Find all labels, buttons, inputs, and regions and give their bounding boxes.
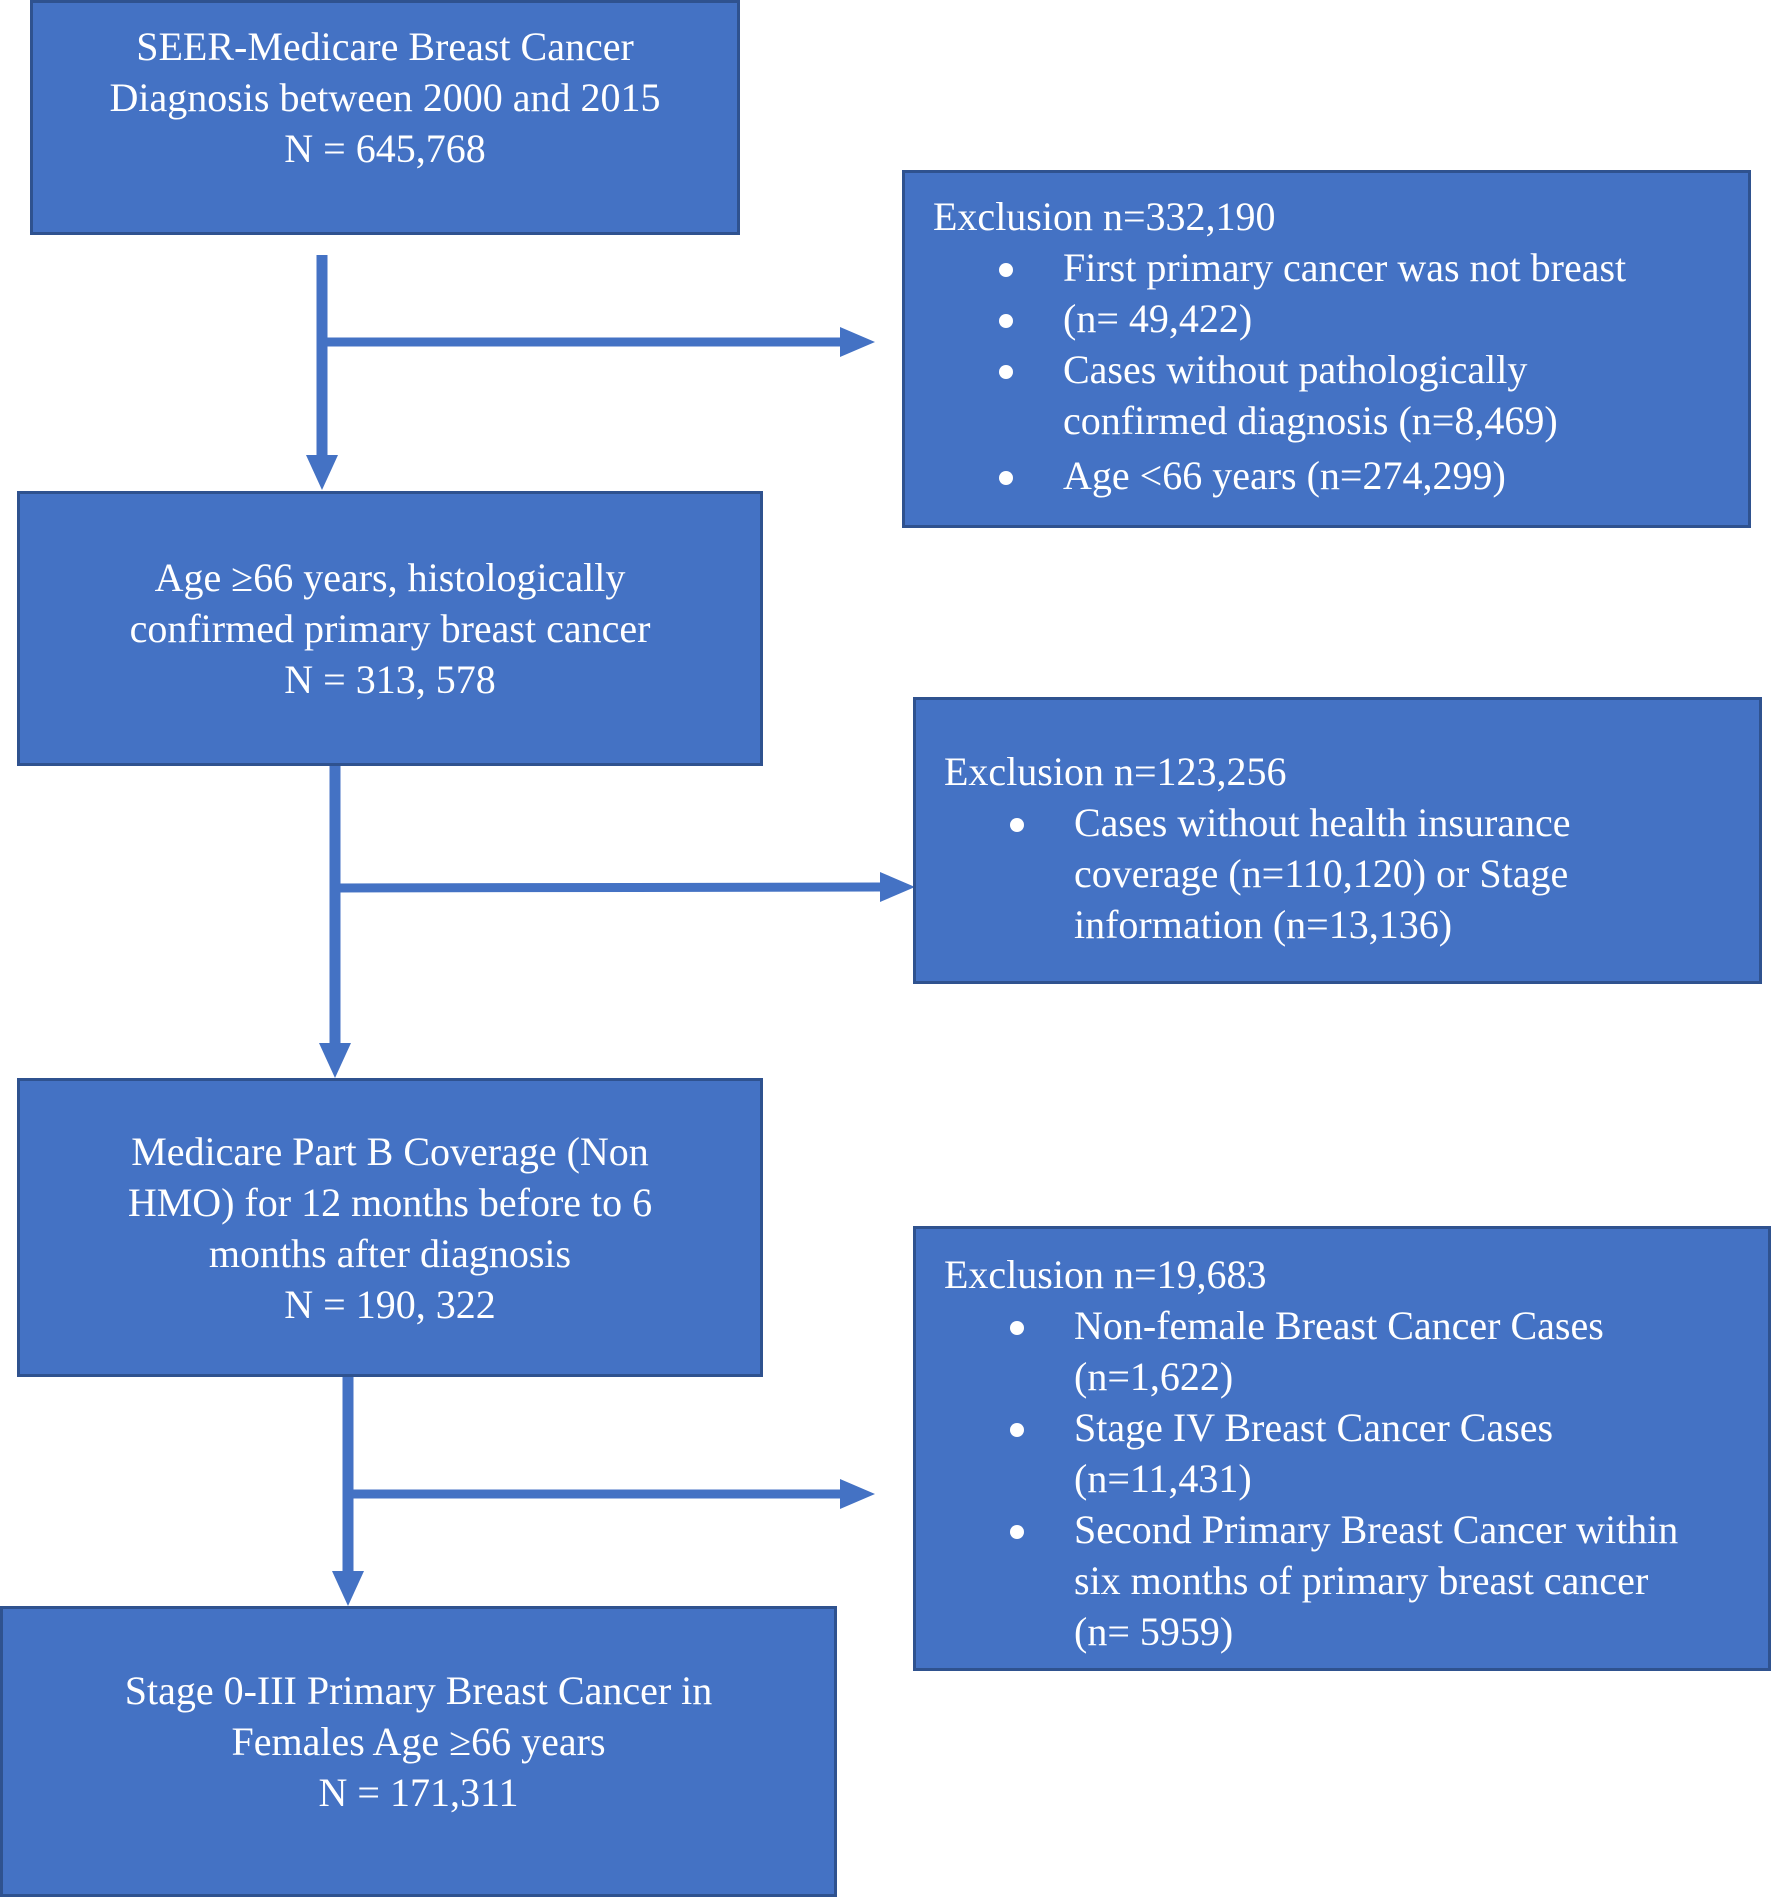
bullet-icon [1010, 818, 1024, 832]
flow-box-line: N = 313, 578 [284, 657, 496, 702]
flow-box-line: Females Age ≥66 years [231, 1719, 606, 1764]
list-item: Cases without pathologically confirmed d… [933, 344, 1748, 446]
flow-box-line: N = 171,311 [318, 1770, 519, 1815]
flow-box-line: N = 645,768 [284, 126, 486, 171]
list-item: Second Primary Breast Cancer within six … [944, 1504, 1768, 1657]
side-arrow-3 [348, 1479, 875, 1509]
side-arrow-1 [322, 327, 875, 357]
down-arrow-3 [332, 1374, 364, 1606]
exclusion-box-3: Exclusion n=19,683 Non-female Breast Can… [913, 1226, 1771, 1671]
bullet-icon [1010, 1321, 1024, 1335]
flow-box-line: SEER-Medicare Breast Cancer [136, 24, 634, 69]
flow-box-line: confirmed primary breast cancer [129, 606, 651, 651]
bullet-icon [999, 365, 1013, 379]
bullet-icon [999, 263, 1013, 277]
bullet-icon [1010, 1525, 1024, 1539]
exclusion-title: Exclusion n=19,683 [944, 1252, 1267, 1297]
exclusion-title: Exclusion n=123,256 [944, 749, 1287, 794]
list-item: Cases without health insurance coverage … [944, 797, 1759, 950]
bullet-icon [1010, 1423, 1024, 1437]
exclusion-list: Non-female Breast Cancer Cases (n=1,622)… [944, 1300, 1768, 1657]
exclusion-box-1: Exclusion n=332,190 First primary cancer… [902, 170, 1751, 528]
flow-box-line: months after diagnosis [208, 1230, 572, 1276]
flow-box-medicare-coverage: Medicare Part B Coverage (Non HMO) for 1… [17, 1078, 763, 1377]
exclusion-list: First primary cancer was not breast (n= … [933, 242, 1748, 501]
list-item: Age <66 years (n=274,299) [933, 450, 1748, 501]
bullet-icon [999, 471, 1013, 485]
side-arrow-2 [334, 872, 915, 902]
list-item: Stage IV Breast Cancer Cases (n=11,431) [944, 1402, 1768, 1504]
flow-box-line: HMO) for 12 months before to 6 [127, 1179, 653, 1225]
flow-box-line: Stage 0-III Primary Breast Cancer in [124, 1668, 713, 1713]
exclusion-box-2: Exclusion n=123,256 Cases without health… [913, 697, 1762, 984]
flow-box-line: Medicare Part B Coverage (Non [131, 1128, 649, 1174]
flow-box-line: Diagnosis between 2000 and 2015 [109, 75, 661, 120]
list-item: Non-female Breast Cancer Cases (n=1,622) [944, 1300, 1768, 1402]
flow-box-seer-diagnosis: SEER-Medicare Breast Cancer Diagnosis be… [30, 0, 740, 235]
exclusion-title: Exclusion n=332,190 [933, 194, 1276, 239]
down-arrow-2 [319, 763, 351, 1078]
flow-box-final-cohort: Stage 0-III Primary Breast Cancer in Fem… [0, 1606, 837, 1897]
down-arrow-1 [306, 255, 338, 490]
list-item: (n= 49,422) [933, 293, 1748, 344]
list-item: First primary cancer was not breast [933, 242, 1748, 293]
flow-box-line: Age ≥66 years, histologically [154, 555, 626, 600]
flow-box-age-histology: Age ≥66 years, histologically confirmed … [17, 491, 763, 766]
bullet-icon [999, 314, 1013, 328]
exclusion-list: Cases without health insurance coverage … [944, 797, 1759, 950]
flow-box-line: N = 190, 322 [284, 1281, 496, 1327]
